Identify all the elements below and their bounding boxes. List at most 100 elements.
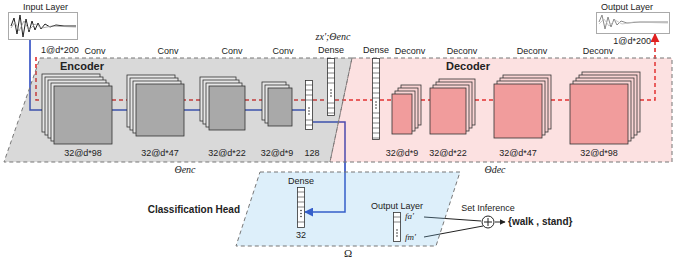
vector-cell [298,207,305,208]
shape-outline [42,74,112,144]
layer-title: Input Layer [23,2,68,12]
shape-label: 1@d*200 [613,36,651,46]
shape-outline [494,75,551,138]
layer-type: Deconv [447,46,478,56]
vector-cell [373,98,380,99]
vector-cell [328,73,335,74]
region-band: DecoderΘdecDenseDeconv32@d*9Deconv32@d*2… [330,58,672,162]
output-waveform [599,19,668,26]
feature-map [54,86,112,144]
layer-type: Deconv [395,46,426,56]
feature-map [136,84,184,136]
layer-stack: Deconv32@d*98 [570,72,640,144]
result-arrow [495,222,505,223]
vector-cell [328,113,335,114]
layer-title: Output Layer [601,2,653,12]
vector-cell [328,63,335,64]
layer-type: Dense [318,45,344,55]
shape-outline [392,85,421,134]
vector-cell [328,59,335,116]
shape-label: 32@d*22 [429,148,467,158]
ellipsis-dot [396,229,398,231]
shape-outline [372,58,380,140]
feature-map [209,86,245,130]
dense-vector: Dense32 [297,187,305,228]
ellipsis-dot [375,104,377,106]
vector-cell [298,197,305,198]
layer-type: Dense [288,176,314,186]
layer-stack: Conv32@d*9 [262,82,292,126]
vector-cell [328,78,335,79]
layer-stack: Conv32@d*22 [200,77,245,130]
vector-cell [306,81,313,130]
shape-label: 32@d*98 [64,148,102,158]
region-band: EncoderΘencConv32@d*98Conv32@d*47Conv32@… [4,58,352,162]
vector-cell [306,125,313,126]
shape-label: 32@d*47 [499,148,537,158]
output-symbol: fm' [405,232,416,242]
shape-label: 32@d*47 [141,148,179,158]
shape-label: 128 [304,148,319,158]
feature-map [392,94,412,134]
operation-label: Set Inference [461,203,515,213]
shape-outline [297,187,305,228]
class-set: {walk , stand} [508,216,572,228]
region-band [4,58,352,162]
shape-outline [430,79,475,134]
shape-outline [570,72,640,144]
vector-cell [298,188,305,228]
ellipsis-dot [308,113,310,115]
band-title: Classification Head [148,204,240,216]
ellipsis-dot [330,95,332,97]
input-waveform [11,15,76,37]
layer-stack: Deconv32@d*22 [430,79,475,134]
layer-type: Conv [84,46,105,56]
output-symbol: fa' [405,211,414,221]
ellipsis-dot [330,89,332,91]
vector-cell [306,90,313,91]
shape-outline [327,58,335,116]
vector-cell [298,192,305,193]
ellipsis-dot [375,101,377,103]
vector-cell [394,222,401,223]
vector-cell [373,63,380,64]
vector-cell [373,138,380,139]
feature-map [430,88,466,134]
parameter-symbol: Ω [344,247,352,259]
feature-map [494,84,542,138]
vector-cell [373,128,380,129]
signal-plot: Input Layer1@d*200 [8,12,78,40]
shape-label: 1@d*200 [41,45,79,55]
vector-cell [373,113,380,114]
shape-outline [200,77,245,130]
vector-cell [373,118,380,119]
vector-cell [373,68,380,69]
region-band [330,58,672,162]
ellipsis-dot [300,216,302,218]
parameter-symbol: Θenc [174,164,195,176]
ellipsis-dot [330,92,332,94]
vector-cell [306,85,313,86]
ellipsis-dot [308,107,310,109]
shape-outline [127,75,184,136]
output-waveform [599,15,668,29]
layer-type: Deconv [517,46,548,56]
signal-plot: Output Layer1@d*200 [596,12,670,34]
vector-cell [298,202,305,203]
feature-map [570,84,628,144]
region-band [236,172,460,246]
feature-map [268,88,292,126]
vector-cell [373,93,380,94]
layer-type: Conv [221,46,242,56]
shape-outline [393,212,401,242]
vector-cell [328,68,335,69]
shape-label: 32@d*9 [386,148,419,158]
vector-cell [306,120,313,121]
vector-cell [373,83,380,84]
vector-cell [373,123,380,124]
layer-title: Output Layer [371,201,423,211]
ellipsis-dot [375,107,377,109]
layer-type: Deconv [583,46,614,56]
vector-cell [373,73,380,74]
